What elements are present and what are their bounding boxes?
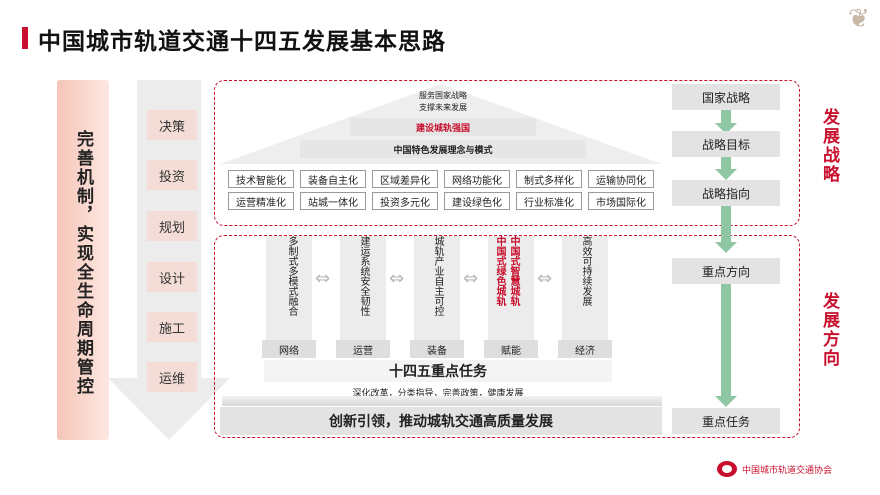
direction-region	[214, 235, 800, 438]
tag-row1-item: 区域差异化	[372, 170, 438, 188]
association-logo: 中国城市轨道交通协会	[716, 459, 832, 479]
key-tasks-subtext: 深化改革，分类指导，完善政策，健康发展	[352, 389, 524, 399]
pillar-equipment	[414, 236, 460, 340]
pillar-network-base: 网络	[262, 340, 316, 358]
tag-row2-item: 站城一体化	[300, 192, 366, 210]
key-task: 重点任务	[672, 408, 780, 434]
double-arrow-icon: ⇔	[389, 268, 405, 289]
pillar-equipment-base: 装备	[410, 340, 464, 358]
pillar-economy-text: 高效可持续发展	[580, 236, 591, 306]
tag-row2-item: 投资多元化	[372, 192, 438, 210]
green-arrow-shaft	[721, 156, 731, 170]
double-arrow-icon: ⇔	[537, 268, 553, 289]
green-arrow-shaft	[721, 206, 731, 242]
pillar-empower-base: 赋能	[484, 340, 538, 358]
roof-band-philosophy: 中国特色发展理念与模式	[300, 140, 586, 158]
pillar-network-text: 多制式多模式融合	[286, 236, 297, 316]
strategy-region	[214, 80, 800, 226]
tag-row2-item: 建设绿色化	[444, 192, 510, 210]
green-arrow-head-icon	[715, 396, 737, 407]
process-item-planning: 规划	[147, 211, 197, 241]
pillar-empower	[488, 236, 534, 340]
pillar-operation-text: 建运系统安全韧性	[358, 236, 369, 316]
tag-row2-item: 运营精准化	[228, 192, 294, 210]
strategy-goal: 战略目标	[672, 131, 780, 157]
pillar-network	[266, 236, 312, 340]
title-accent-bar	[22, 27, 28, 49]
association-logo-text: 中国城市轨道交通协会	[742, 465, 833, 476]
process-item-decision: 决策	[147, 110, 197, 140]
tag-row1-item: 网络功能化	[444, 170, 510, 188]
pillar-economy	[562, 236, 608, 340]
tag-row1-item: 运输协同化	[588, 170, 654, 188]
key-direction: 重点方向	[672, 258, 780, 284]
page-title: 中国城市轨道交通十四五发展基本思路	[38, 29, 446, 55]
process-item-construction: 施工	[147, 312, 197, 342]
tag-row2-item: 行业标准化	[516, 192, 582, 210]
pillar-empower-text-green: 中国式绿色城轨	[494, 236, 505, 306]
process-item-investment: 投资	[147, 160, 197, 190]
tag-row1-item: 装备自主化	[300, 170, 366, 188]
tag-row2-item: 市场国际化	[588, 192, 654, 210]
lifecycle-arrow	[57, 80, 109, 440]
pillar-empower-text-smart: 中国式智慧城轨	[508, 236, 519, 306]
strategy-region-label: 发展战略	[819, 108, 839, 184]
foundation-step	[222, 396, 662, 406]
strategy-direction: 战略指向	[672, 180, 780, 206]
strategy-national: 国家战略	[672, 84, 780, 110]
association-logo-icon	[717, 461, 737, 477]
double-arrow-icon: ⇔	[463, 268, 479, 289]
green-arrow-head-icon	[715, 242, 737, 253]
leaf-decoration-icon: ❦	[848, 4, 870, 34]
pillar-economy-base: 经济	[558, 340, 612, 358]
tag-row1-item: 制式多样化	[516, 170, 582, 188]
process-item-operation: 运维	[147, 362, 197, 392]
key-tasks-bar: 十四五重点任务	[264, 360, 612, 382]
pillar-operation-base: 运营	[336, 340, 390, 358]
green-arrow-head-icon	[715, 169, 737, 180]
lifecycle-label: 完善机制，实现全生命周期管控	[73, 130, 93, 396]
process-item-design: 设计	[147, 262, 197, 292]
pillar-equipment-text: 城轨产业自主可控	[432, 236, 443, 316]
roof-line-1: 服务国家战略	[419, 91, 467, 100]
direction-region-label: 发展方向	[819, 292, 839, 368]
roof-band-strong-nation: 建设城轨强国	[350, 118, 536, 136]
roof-line-2: 支撑未来发展	[419, 103, 467, 112]
green-arrow-head-icon	[715, 123, 737, 134]
tag-row1-item: 技术智能化	[228, 170, 294, 188]
pillar-operation	[340, 236, 386, 340]
green-arrow-shaft	[721, 110, 731, 124]
foundation-bar: 创新引领，推动城轨交通高质量发展	[220, 407, 662, 435]
green-arrow-shaft	[721, 284, 731, 398]
double-arrow-icon: ⇔	[315, 268, 331, 289]
